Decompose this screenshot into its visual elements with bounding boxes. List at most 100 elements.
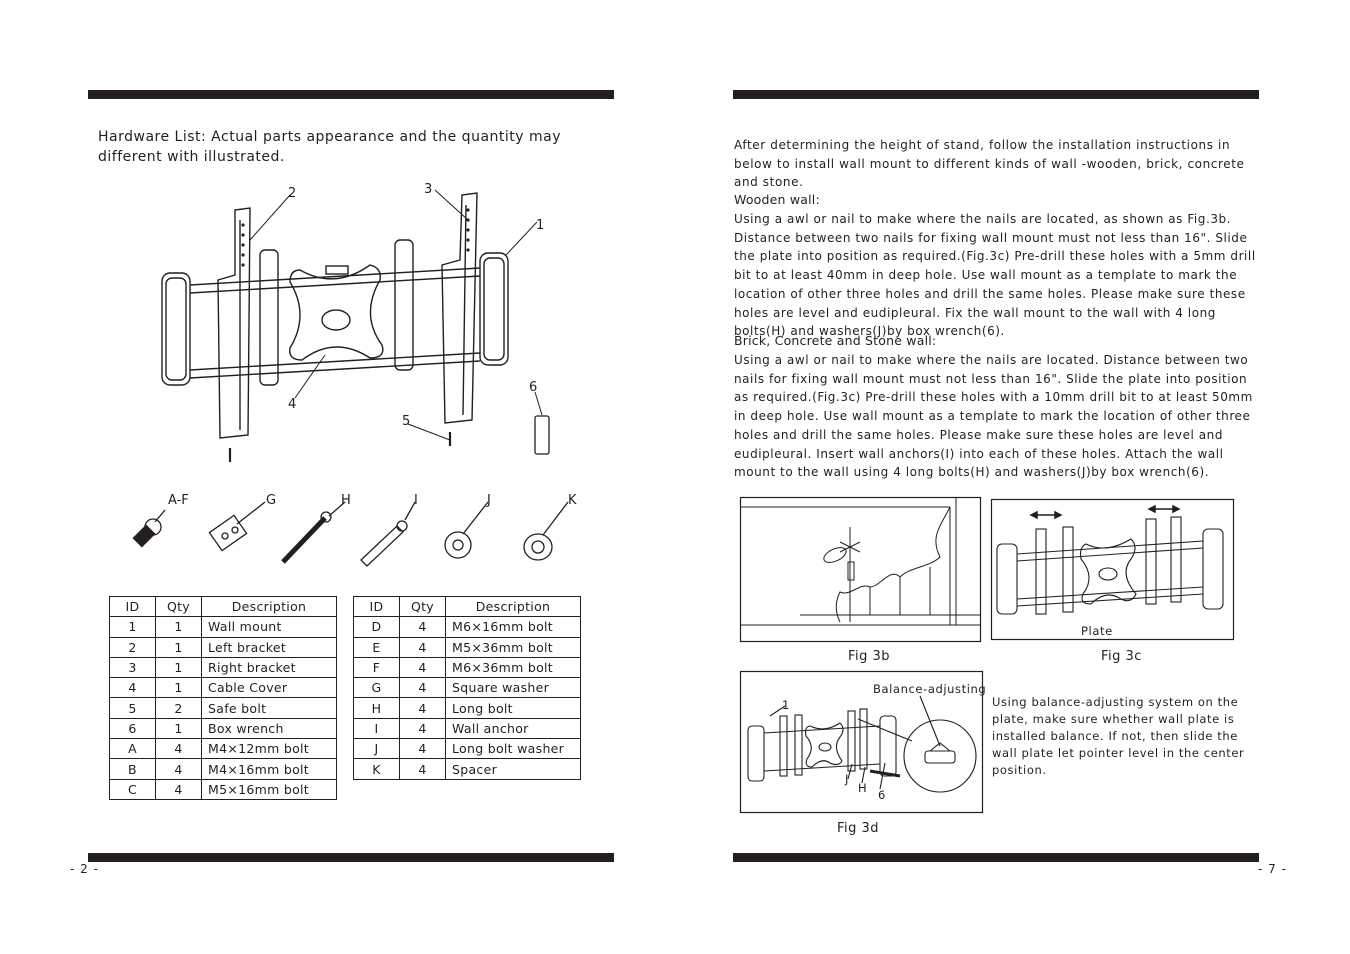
cell-qty: 1 — [155, 636, 202, 658]
cell-id: 1 — [109, 616, 156, 638]
cell-id: 3 — [109, 656, 156, 679]
part-label-g: G — [266, 493, 277, 508]
cell-id: 4 — [109, 677, 156, 699]
cell-id: C — [109, 778, 156, 800]
cell-id: 2 — [109, 636, 156, 658]
wall-mount-exploded-diagram: 2 3 1 4 5 6 — [161, 182, 550, 462]
callout-1: 1 — [536, 218, 544, 233]
header-qty: Qty — [155, 595, 202, 618]
cell-description: Left bracket — [201, 636, 337, 658]
fig-3c-caption: Fig 3c — [1101, 649, 1142, 664]
cell-description: M4×12mm bolt — [201, 738, 337, 760]
cell-id: 5 — [109, 697, 156, 719]
cell-description: Spacer — [445, 758, 581, 780]
fig-3c-plate-label: Plate — [1081, 624, 1113, 638]
wooden-wall-text: Using a awl or nail to make where the na… — [734, 212, 1256, 339]
fig-3d-callout-h: H — [858, 781, 868, 795]
cell-description: M6×36mm bolt — [445, 656, 581, 679]
figure-3b-wooden-wall — [739, 496, 982, 643]
header-description: Description — [445, 595, 581, 618]
callout-4: 4 — [288, 397, 296, 412]
install-intro: After determining the height of stand, f… — [734, 138, 1245, 189]
cell-description: Long bolt — [445, 697, 581, 719]
cell-qty: 1 — [155, 656, 202, 679]
cell-description: M5×16mm bolt — [201, 778, 337, 800]
table-header-row: ID Qty Description — [353, 595, 581, 618]
callout-5: 5 — [402, 414, 410, 429]
figure-3c-plate — [990, 498, 1235, 641]
part-label-i: I — [414, 493, 418, 508]
hardware-parts-row — [132, 501, 569, 567]
header-id: ID — [109, 595, 156, 618]
fig-3d-callout-6: 6 — [878, 788, 886, 802]
cell-id: H — [353, 697, 400, 719]
fig-3b-caption: Fig 3b — [848, 649, 891, 664]
cell-qty: 4 — [155, 738, 202, 760]
cell-description: Square washer — [445, 677, 581, 699]
cell-qty: 4 — [399, 758, 446, 780]
fig-3d-callout-1: 1 — [782, 698, 790, 712]
cell-qty: 4 — [399, 697, 446, 719]
cell-qty: 4 — [399, 636, 446, 658]
part-label-k: K — [568, 493, 577, 508]
brick-wall-text: Using a awl or nail to make where the na… — [734, 353, 1253, 480]
cell-qty: 4 — [399, 677, 446, 699]
cell-qty: 4 — [155, 778, 202, 800]
cell-id: D — [353, 616, 400, 638]
cell-qty: 4 — [399, 616, 446, 638]
cell-id: I — [353, 717, 400, 740]
brick-wall-heading: Brick, Concrete and Stone wall: — [734, 333, 937, 348]
cell-qty: 4 — [399, 656, 446, 679]
cell-description: Cable Cover — [201, 677, 337, 699]
cell-description: M4×16mm bolt — [201, 758, 337, 780]
callout-6: 6 — [529, 380, 537, 395]
cell-qty: 1 — [155, 677, 202, 699]
page-number-left: - 2 - — [70, 862, 99, 876]
bottom-rule-left — [88, 853, 614, 862]
part-label-h: H — [341, 493, 351, 508]
cell-qty: 1 — [155, 717, 202, 740]
cell-id: F — [353, 656, 400, 679]
callout-2: 2 — [288, 186, 296, 201]
cell-id: J — [353, 738, 400, 760]
cell-qty: 4 — [399, 738, 446, 760]
cell-id: K — [353, 758, 400, 780]
cell-description: Wall anchor — [445, 717, 581, 740]
header-description: Description — [201, 595, 337, 618]
fig-3d-callout-j: J — [845, 772, 849, 786]
header-qty: Qty — [399, 595, 446, 618]
table-header-row: ID Qty Description — [109, 595, 337, 618]
fig-3d-balance-label: Balance-adjusting — [873, 682, 987, 696]
cell-id: B — [109, 758, 156, 780]
callout-3: 3 — [424, 182, 432, 197]
page-number-right: - 7 - — [1258, 862, 1287, 876]
cell-qty: 4 — [155, 758, 202, 780]
cell-description: Wall mount — [201, 616, 337, 638]
cell-id: 6 — [109, 717, 156, 740]
cell-description: Safe bolt — [201, 697, 337, 719]
cell-description: M5×36mm bolt — [445, 636, 581, 658]
cell-qty: 4 — [399, 717, 446, 740]
cell-description: Box wrench — [201, 717, 337, 740]
fig-3d-caption: Fig 3d — [837, 821, 880, 836]
bottom-rule-right — [733, 853, 1259, 862]
part-label-j: J — [487, 493, 491, 508]
figure-3d-balance-adjusting — [739, 670, 984, 814]
